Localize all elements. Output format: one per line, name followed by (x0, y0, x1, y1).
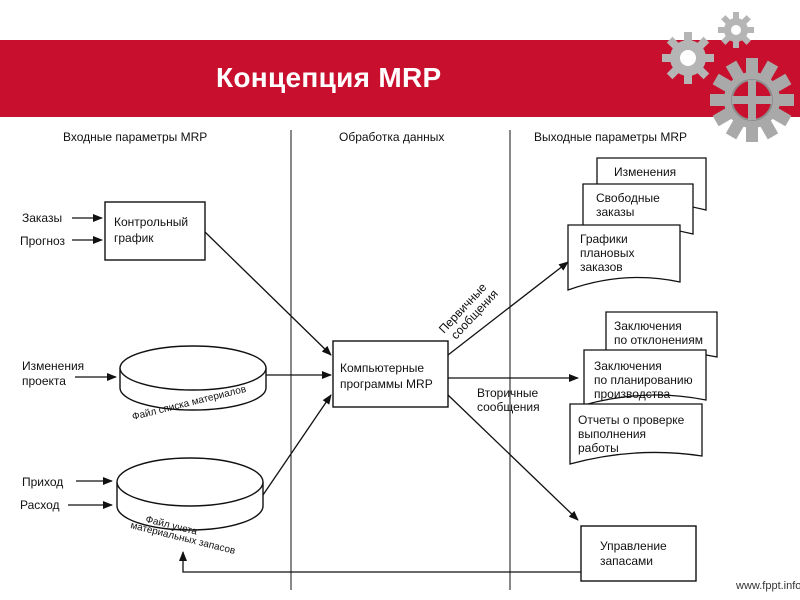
footer-url: www.fppt.info (736, 580, 800, 592)
file-bill-of-materials (119, 345, 267, 411)
box-inventory-management-line1: Управление (600, 539, 667, 553)
doc-planning-reports-1: Заключения (594, 359, 662, 373)
doc-stack-orders (567, 157, 707, 291)
label-secondary-messages-1: Вторичные (477, 386, 539, 400)
doc-execution-reports-1: Отчеты о проверке (578, 413, 685, 427)
box-mrp-programs-line2: программы MRP (340, 377, 433, 391)
arrow-inventory-to-mrp (262, 394, 332, 496)
doc-stack-reports (569, 311, 718, 465)
box-inventory-management (580, 525, 697, 582)
doc-execution-reports-2: выполнения (578, 427, 646, 441)
doc-planned-orders-1: Графики (580, 232, 628, 246)
arrow-feedback-to-inventory-file (179, 551, 581, 573)
doc-execution-reports-3: работы (578, 441, 619, 455)
page-title: Концепция MRP (216, 62, 442, 93)
input-label-issue: Расход (20, 498, 60, 512)
doc-deviation-reports-2: по отклонениям (614, 333, 703, 347)
box-control-schedule-line1: Контрольный (114, 215, 188, 229)
arrow-primary-messages (447, 261, 569, 356)
column-header-processing: Обработка данных (339, 130, 444, 144)
doc-free-orders-1: Свободные (596, 191, 660, 205)
input-label-receipt: Приход (22, 475, 63, 489)
gear-medium-icon (662, 32, 714, 84)
box-mrp-programs-line1: Компьютерные (340, 361, 424, 375)
doc-planned-orders-2: плановых (580, 246, 634, 260)
doc-planning-reports-2: по планированию (594, 373, 693, 387)
doc-changes: Изменения (614, 165, 676, 179)
box-inventory-management-line2: запасами (600, 554, 653, 568)
doc-planning-reports-3: производства (594, 387, 670, 401)
input-label-forecast: Прогноз (20, 234, 66, 248)
doc-free-orders-2: заказы (596, 205, 634, 219)
gear-large-icon (710, 58, 794, 142)
label-secondary-messages-2: сообщения (477, 400, 540, 414)
box-control-schedule (104, 201, 206, 261)
column-header-input: Входные параметры MRP (63, 130, 207, 144)
gear-small-icon (718, 12, 754, 48)
file-inventory (116, 457, 264, 531)
box-control-schedule-line2: график (114, 231, 154, 245)
input-label-project-changes-2: проекта (22, 374, 66, 388)
doc-deviation-reports-1: Заключения (614, 319, 682, 333)
arrow-to-inventory-management (447, 394, 579, 521)
title-banner (0, 40, 800, 117)
doc-planned-orders-3: заказов (580, 260, 623, 274)
column-header-output: Выходные параметры MRP (534, 130, 687, 144)
input-label-orders: Заказы (22, 211, 62, 225)
input-label-project-changes-1: Изменения (22, 359, 84, 373)
box-mrp-programs (332, 340, 449, 408)
arrow-schedule-to-mrp (204, 231, 332, 356)
